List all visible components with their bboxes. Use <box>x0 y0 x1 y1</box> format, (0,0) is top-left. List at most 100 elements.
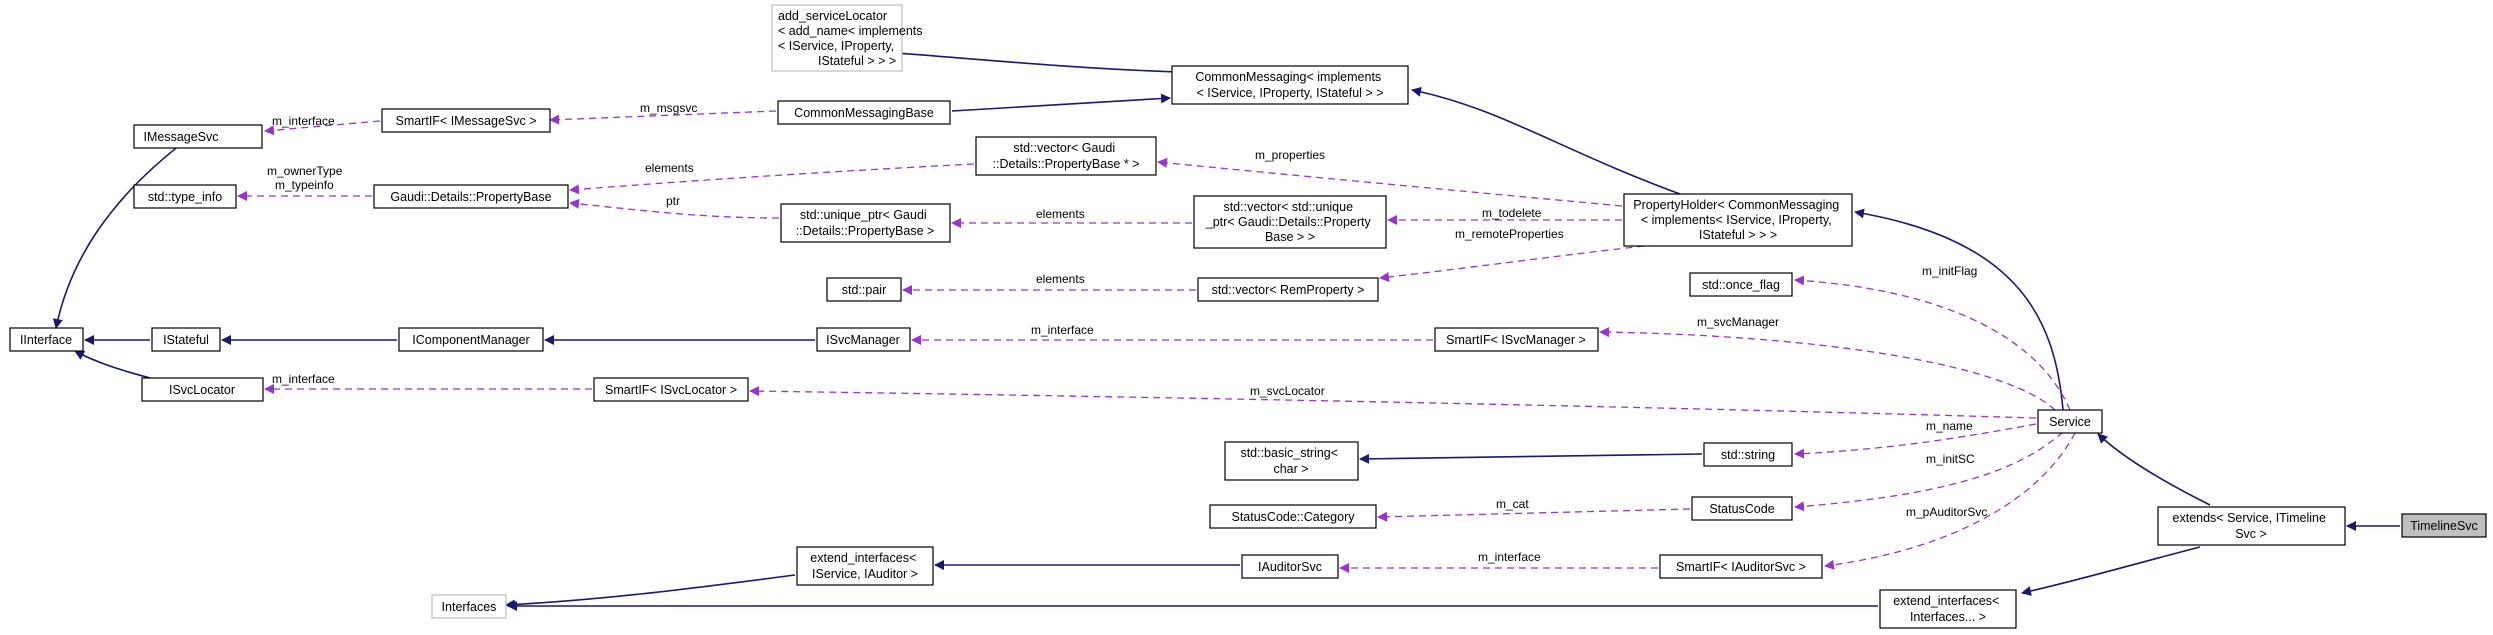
edge-label-m-todelete: m_todelete <box>1482 206 1542 220</box>
edge-ptr <box>569 198 780 219</box>
svg-text:std::basic_string< cha: std::basic_string< char > <box>1240 446 1341 476</box>
node-smartif-isvclocator[interactable]: SmartIF< ISvcLocator > <box>593 377 749 402</box>
node-icomponentmanager-line-1: IComponentManager <box>412 333 529 347</box>
edge-label-elements-propbase: elements <box>645 161 694 175</box>
edge-label-m-init-sc: m_initSC <box>1926 452 1975 466</box>
svg-text:std::vector< std::unique: std::vector< std::unique _ptr< Gaudi::De… <box>1205 200 1375 244</box>
svg-text:std::vector< RemProperty >: std::vector< RemProperty > <box>1212 283 1365 297</box>
edge-label-m-interface-auditor: m_interface <box>1478 550 1541 564</box>
node-extend-interfaces-auditor-line-2: IService, IAuditor > <box>812 567 918 581</box>
edge-label-m-p-auditor-svc: m_pAuditorSvc <box>1906 505 1987 519</box>
node-extend-interfaces-variadic[interactable]: extend_interfaces< Interfaces... > <box>1879 589 2017 629</box>
node-smartif-imessagesvc-line-1: SmartIF< IMessageSvc > <box>395 114 536 128</box>
edge-service-to-property-holder <box>1854 208 2064 411</box>
node-std-pair[interactable]: std::pair <box>826 277 902 302</box>
node-isvcmanager-line-1: ISvcManager <box>826 333 900 347</box>
edge-m-remote-properties <box>1379 241 1681 282</box>
node-statuscode-category[interactable]: StatusCode::Category <box>1209 504 1377 529</box>
edge-m-name <box>1794 423 2037 459</box>
edge-common-messaging-base-to-common-messaging <box>951 93 1171 112</box>
node-timelinesvc[interactable]: TimelineSvc <box>2401 513 2487 538</box>
node-common-messaging[interactable]: CommonMessaging< implements < IService, … <box>1171 65 1409 105</box>
svg-text:extends< Service, ITimeline: extends< Service, ITimeline Svc > <box>2173 511 2330 541</box>
node-iinterface-line-1: IInterface <box>20 333 72 347</box>
node-common-messaging-base[interactable]: CommonMessagingBase <box>777 100 951 125</box>
node-iinterface[interactable]: IInterface <box>9 327 84 352</box>
node-unique-ptr-propertybase[interactable]: std::unique_ptr< Gaudi ::Details::Proper… <box>780 203 951 243</box>
node-common-messaging-base-line-1: CommonMessagingBase <box>794 106 934 120</box>
node-property-holder-line-3: IStateful > > > <box>1699 228 1777 242</box>
edge-labels: m_interface m_msgsvc m_ownerType m_typei… <box>267 101 1987 564</box>
svg-text:IInterface: IInterface <box>20 333 72 347</box>
node-add-service-locator[interactable]: add_serviceLocator < add_name< implement… <box>771 4 926 72</box>
edge-m-p-auditor-svc <box>1824 432 2076 570</box>
node-smartif-iauditorsvc[interactable]: SmartIF< IAuditorSvc > <box>1659 554 1823 579</box>
svg-text:std::vector< Gaudi ::D: std::vector< Gaudi ::Details::PropertyBa… <box>993 141 1140 171</box>
node-vector-unique-ptr-line-3: Base > > <box>1265 230 1315 244</box>
node-service[interactable]: Service <box>2037 409 2103 434</box>
svg-text:SmartIF< IMessageSvc >: SmartIF< IMessageSvc > <box>395 114 536 128</box>
svg-text:std::pair: std::pair <box>842 283 886 297</box>
svg-text:std::once_flag: std::once_flag <box>1702 278 1780 292</box>
edge-m-init-flag <box>1794 275 2071 411</box>
node-vector-unique-ptr[interactable]: std::vector< std::unique _ptr< Gaudi::De… <box>1193 195 1387 249</box>
node-service-line-1: Service <box>2049 415 2091 429</box>
svg-text:SmartIF< ISvcManager >: SmartIF< ISvcManager > <box>1446 333 1586 347</box>
node-std-vector-propertybase-ptr[interactable]: std::vector< Gaudi ::Details::PropertyBa… <box>975 136 1157 176</box>
edge-extends-to-service <box>2097 433 2211 506</box>
edge-label-m-interface-svcmgr: m_interface <box>1031 323 1094 337</box>
node-iauditorsvc[interactable]: IAuditorSvc <box>1241 554 1339 579</box>
node-isvclocator[interactable]: ISvcLocator <box>141 377 264 402</box>
node-std-vector-propertybase-ptr-line-2: ::Details::PropertyBase * > <box>993 157 1140 171</box>
node-vector-remproperty[interactable]: std::vector< RemProperty > <box>1197 277 1379 302</box>
node-extend-interfaces-variadic-line-1: extend_interfaces< <box>1893 594 1999 608</box>
node-smartif-isvclocator-line-1: SmartIF< ISvcLocator > <box>605 383 737 397</box>
node-icomponentmanager[interactable]: IComponentManager <box>398 327 544 352</box>
svg-text:Gaudi::Details::PropertyBase: Gaudi::Details::PropertyBase <box>390 190 551 204</box>
edge-label-m-name: m_name <box>1926 419 1973 433</box>
node-property-holder[interactable]: PropertyHolder< CommonMessaging < implem… <box>1623 193 1853 247</box>
node-basic-string-line-2: char > <box>1273 462 1308 476</box>
node-extends[interactable]: extends< Service, ITimeline Svc > <box>2157 506 2346 546</box>
edge-property-holder-to-common-messaging <box>1411 86 1681 195</box>
nodes: add_serviceLocator < add_name< implement… <box>9 4 2487 629</box>
edge-m-interface-msg <box>264 120 381 136</box>
node-interfaces[interactable]: Interfaces <box>431 594 507 619</box>
node-extends-line-2: Svc > <box>2235 527 2267 541</box>
node-property-holder-line-1: PropertyHolder< CommonMessaging <box>1633 198 1839 212</box>
edge-label-m-msgsvc: m_msgsvc <box>640 101 697 115</box>
node-smartif-isvcmanager[interactable]: SmartIF< ISvcManager > <box>1434 327 1599 352</box>
svg-text:IAuditorSvc: IAuditorSvc <box>1258 560 1322 574</box>
svg-text:IComponentManager: IComponentManager <box>412 333 529 347</box>
svg-text:std::string: std::string <box>1721 448 1775 462</box>
node-unique-ptr-propertybase-line-1: std::unique_ptr< Gaudi <box>800 208 927 222</box>
svg-text:IStateful: IStateful <box>163 333 209 347</box>
node-vector-unique-ptr-line-2: _ptr< Gaudi::Details::Property <box>1205 215 1372 229</box>
edge-m-properties <box>1157 157 1623 207</box>
node-statuscode[interactable]: StatusCode <box>1691 496 1793 521</box>
node-std-string[interactable]: std::string <box>1703 442 1793 467</box>
node-interfaces-line-1: Interfaces <box>442 600 497 614</box>
edge-elements-propbase <box>569 163 975 195</box>
node-smartif-imessagesvc[interactable]: SmartIF< IMessageSvc > <box>381 108 551 133</box>
node-isvcmanager[interactable]: ISvcManager <box>816 327 911 352</box>
node-type-info[interactable]: std::type_info <box>133 184 237 209</box>
node-unique-ptr-propertybase-line-2: ::Details::PropertyBase > <box>796 224 935 238</box>
node-extend-interfaces-auditor-line-1: extend_interfaces< <box>810 551 916 565</box>
node-basic-string[interactable]: std::basic_string< char > <box>1224 441 1359 481</box>
edge-label-ptr: ptr <box>666 194 680 208</box>
node-istateful[interactable]: IStateful <box>151 327 221 352</box>
node-imessagesvc[interactable]: IMessageSvc <box>133 124 263 149</box>
node-type-info-line-1: std::type_info <box>148 190 222 204</box>
node-statuscode-category-line-1: StatusCode::Category <box>1232 510 1356 524</box>
edge-m-init-sc <box>1794 431 2064 512</box>
node-once-flag[interactable]: std::once_flag <box>1689 272 1793 297</box>
node-property-base[interactable]: Gaudi::Details::PropertyBase <box>373 184 569 209</box>
edge-std-string-to-basic-string <box>1359 453 1703 464</box>
node-property-holder-line-2: < implements< IService, IProperty, <box>1641 213 1832 227</box>
node-extend-interfaces-auditor[interactable]: extend_interfaces< IService, IAuditor > <box>796 546 934 586</box>
inheritance-edges <box>52 45 2400 611</box>
svg-text:SmartIF< IAuditorSvc >: SmartIF< IAuditorSvc > <box>1676 560 1806 574</box>
node-basic-string-line-1: std::basic_string< <box>1240 446 1338 460</box>
